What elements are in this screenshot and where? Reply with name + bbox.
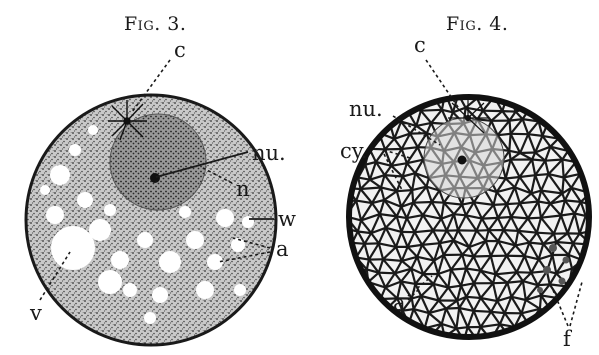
fig4: Fig. 4.: [331, 13, 599, 351]
fig3: Fig. 3.: [26, 13, 296, 345]
fig4-cell: [331, 92, 599, 342]
fig4-leader-f2: [570, 282, 582, 326]
fig3-label-v: v: [29, 301, 42, 325]
fig3-label-w: w: [278, 207, 296, 231]
fig3-label-nu: nu.: [252, 141, 286, 165]
fig3-title: Fig. 3.: [124, 13, 186, 35]
fig3-label-n: n: [236, 177, 250, 201]
fig4-title: Fig. 4.: [446, 13, 508, 35]
fig4-label-cy: cy.: [340, 139, 368, 163]
fig3-nucleolus: [150, 173, 160, 183]
fig4-label-c: c: [414, 33, 426, 57]
fig4-nucleolus: [458, 156, 467, 165]
fig3-label-c: c: [174, 38, 186, 62]
fig4-label-nu: nu.: [349, 97, 383, 121]
fig4-label-f: f: [563, 327, 573, 351]
fig3-label-a: a: [276, 237, 289, 261]
fig3-cell: [26, 95, 276, 345]
fig4-label-a: a: [393, 291, 406, 315]
fig3-large-vacuole: [51, 226, 95, 270]
